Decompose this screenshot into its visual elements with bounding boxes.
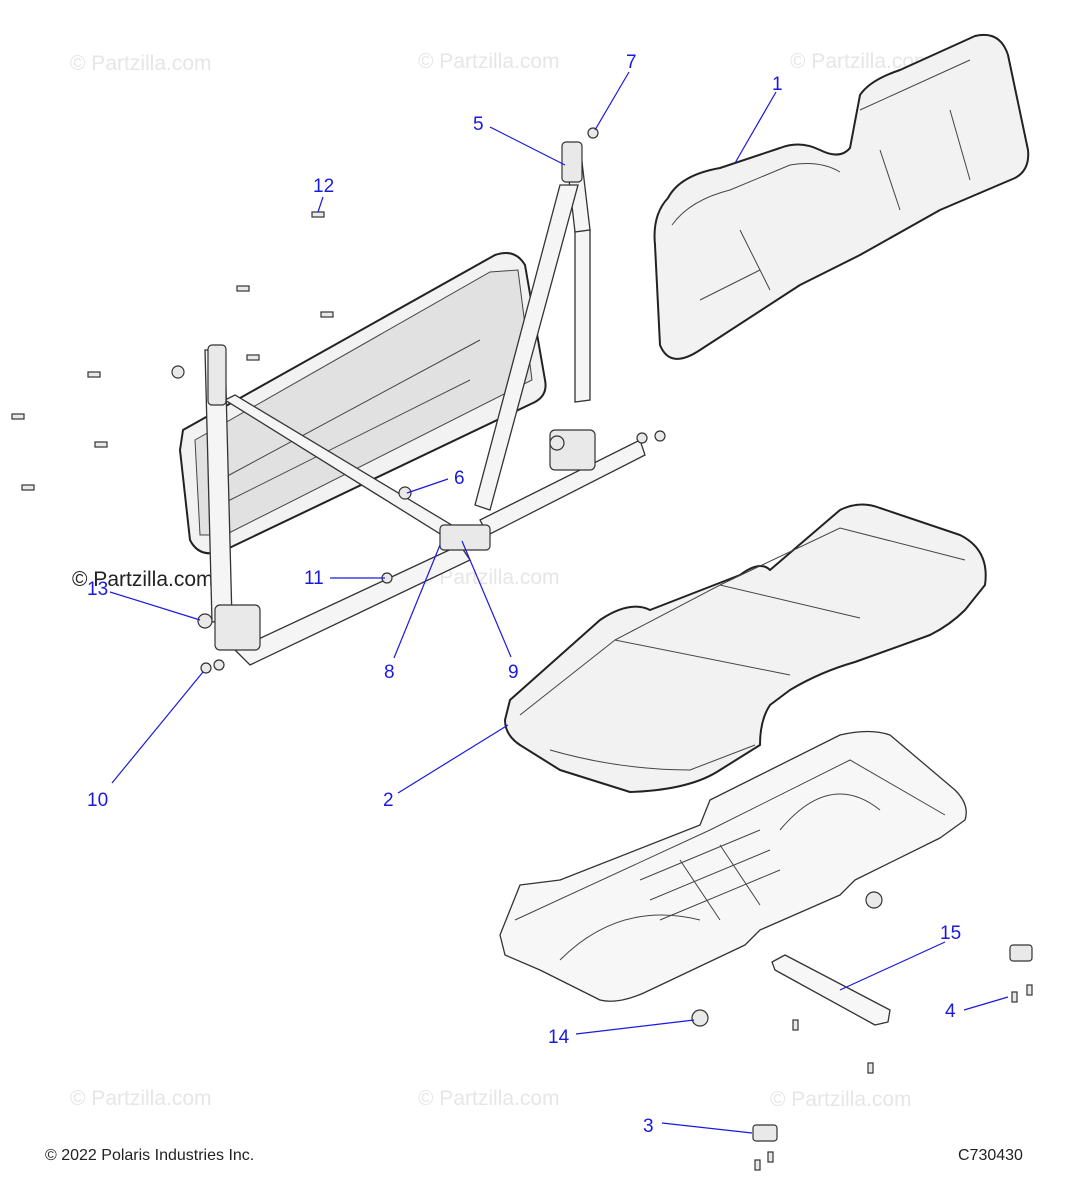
watermark-dark: © Partzilla.com (72, 568, 214, 591)
callout-15: 15 (940, 923, 961, 944)
callout-3: 3 (643, 1116, 654, 1137)
watermark: © Partzilla.com (70, 52, 212, 75)
callout-7: 7 (626, 52, 637, 73)
callout-8: 8 (384, 662, 395, 683)
leader-lines (109, 71, 1009, 1134)
watermark: © Partzilla.com (418, 50, 560, 73)
watermark: © Partzilla.com (418, 566, 560, 589)
callout-6: 6 (454, 468, 465, 489)
support-bracket (771, 954, 891, 1026)
watermark: © Partzilla.com (770, 1088, 912, 1111)
callouts: 1 2 3 4 5 6 7 8 9 10 11 12 13 14 15 (87, 52, 961, 1137)
hardware (11, 127, 1033, 1171)
seat-back-frame (179, 252, 547, 555)
watermark: © Partzilla.com (70, 1087, 212, 1110)
seat-back-cushion (653, 33, 1030, 360)
copyright-text: © 2022 Polaris Industries Inc. (45, 1147, 255, 1164)
callout-4: 4 (945, 1001, 956, 1022)
callout-14: 14 (548, 1027, 570, 1048)
callout-2: 2 (383, 790, 394, 811)
callout-11: 11 (304, 568, 324, 589)
seat-base-pan (499, 730, 967, 1002)
seat-bottom-cushion (504, 503, 987, 793)
callout-13: 13 (87, 579, 108, 600)
callout-5: 5 (473, 114, 484, 135)
seatbelt-straps (197, 141, 646, 666)
watermark: © Partzilla.com (418, 1087, 560, 1110)
callout-12: 12 (313, 176, 334, 197)
diagram-code: C730430 (958, 1147, 1023, 1164)
callout-9: 9 (508, 662, 519, 683)
callout-1: 1 (772, 74, 783, 95)
callout-10: 10 (87, 790, 108, 811)
watermark: © Partzilla.com (790, 50, 932, 73)
watermarks: © Partzilla.com © Partzilla.com © Partzi… (70, 50, 934, 1111)
